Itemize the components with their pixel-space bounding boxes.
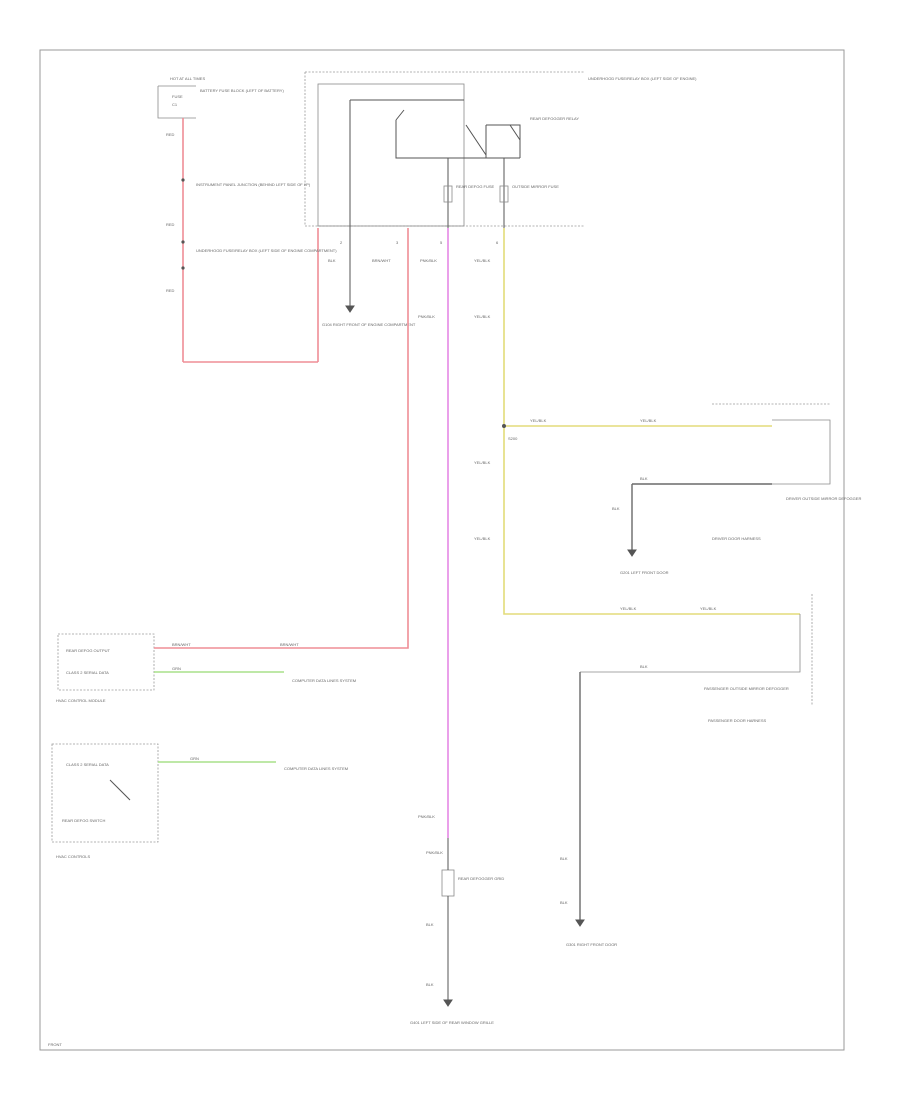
wire-yel-1: YEL/BLK xyxy=(474,258,491,263)
pin-label: 6 xyxy=(496,240,499,245)
wire-red-3: RED xyxy=(166,288,175,293)
driver-mirror-label: DRIVER OUTSIDE MIRROR DEFOGGER xyxy=(786,496,861,501)
rear-defog-switch-label: REAR DEFOG SWITCH xyxy=(62,818,105,823)
comms-line-label-2: COMPUTER DATA LINES SYSTEM xyxy=(284,766,348,771)
wire-yel-2: YEL/BLK xyxy=(474,314,491,319)
ground-symbol xyxy=(345,305,355,313)
battery-fuse-label: BATTERY FUSE BLOCK (LEFT OF BATTERY) xyxy=(200,88,284,93)
comms-line-label: COMPUTER DATA LINES SYSTEM xyxy=(292,678,356,683)
ip-junction-label: INSTRUMENT PANEL JUNCTION (BEHIND LEFT S… xyxy=(196,182,311,187)
underhood-relay-label: UNDERHOOD FUSE/RELAY BOX (LEFT SIDE OF E… xyxy=(196,248,337,253)
ground-left-label: G201 LEFT FRONT DOOR xyxy=(620,570,669,575)
hot-label: HOT AT ALL TIMES xyxy=(170,76,205,81)
passenger-mirror-group: BLK BLK BLK PASSENGER OUTSIDE MIRROR DEF… xyxy=(560,594,813,947)
class2-label: CLASS 2 SERIAL DATA xyxy=(66,670,109,675)
rear-defog-fuse-label: REAR DEFOG FUSE xyxy=(456,184,495,189)
wire-yel-branch: YEL/BLK xyxy=(530,418,547,423)
wire-red-2: RED xyxy=(166,222,175,227)
connector-dot xyxy=(181,266,185,270)
wire-red-1: RED xyxy=(166,132,175,137)
wire-yel-branch-2: YEL/BLK xyxy=(640,418,657,423)
battery-fuse-block: HOT AT ALL TIMES BATTERY FUSE BLOCK (LEF… xyxy=(157,76,284,119)
hvac-controls-label: HVAC CONTROLS xyxy=(56,854,90,859)
rear-defog-output-label: REAR DEFOG OUTPUT xyxy=(66,648,111,653)
fuse-top-label: FUSE xyxy=(172,94,183,99)
wire-blk-pass: BLK xyxy=(640,664,648,669)
pin-label: 3 xyxy=(396,240,399,245)
connector-dot xyxy=(181,178,185,182)
ground-right-label: G301 RIGHT FRONT DOOR xyxy=(566,942,617,947)
wire-grn: GRN xyxy=(172,666,181,671)
wire-blk: BLK xyxy=(328,258,336,263)
wire-yel-5: YEL/BLK xyxy=(620,606,637,611)
wire-brnwht-2: BRN/WHT xyxy=(172,642,191,647)
hvac-module: REAR DEFOG OUTPUT CLASS 2 SERIAL DATA HV… xyxy=(56,633,155,703)
hvac-controls: CLASS 2 SERIAL DATA HVAC CONTROLS REAR D… xyxy=(51,743,159,859)
wire-grn-2: GRN xyxy=(190,756,199,761)
outside-mirror-fuse-label: OUTSIDE MIRROR FUSE xyxy=(512,184,559,189)
wire-yel-6: YEL/BLK xyxy=(700,606,717,611)
underhood-box-label: UNDERHOOD FUSE/RELAY BOX (LEFT SIDE OF E… xyxy=(588,76,697,81)
red-wire-hvac xyxy=(352,228,409,649)
wire-pnk-2: PNK/BLK xyxy=(418,314,435,319)
hvac-module-label: HVAC CONTROL MODULE xyxy=(56,698,106,703)
wire-blk-mirror-2: BLK xyxy=(612,506,620,511)
wire-pnk-3: PNK/BLK xyxy=(418,814,435,819)
splice-dot xyxy=(502,424,506,428)
pin-label: 5 xyxy=(440,240,443,245)
wire-blk-mirror: BLK xyxy=(640,476,648,481)
pin-label: 2 xyxy=(340,240,343,245)
underhood-fuse-box: UNDERHOOD FUSE/RELAY BOX (LEFT SIDE OF E… xyxy=(304,71,697,245)
front-note: FRONT xyxy=(48,1042,62,1047)
wire-yel-3: YEL/BLK xyxy=(474,460,491,465)
wire-blk-pass-2: BLK xyxy=(560,856,568,861)
wire-pnk-1: PNK/BLK xyxy=(420,258,437,263)
wire-blk-pass-3: BLK xyxy=(560,900,568,905)
pin-c1-label: C1 xyxy=(172,102,178,107)
rear-defogger-grid: REAR DEFOGGER GRID PNK/BLK BLK BLK G401 … xyxy=(410,838,504,1025)
diagram-frame xyxy=(39,49,845,1051)
passenger-mirror-label: PASSENGER OUTSIDE MIRROR DEFOGGER xyxy=(704,686,789,691)
wire-blk-rear: BLK xyxy=(426,922,434,927)
yellow-wire-main xyxy=(503,228,800,615)
connector-dot xyxy=(181,240,185,244)
wire-yel-4: YEL/BLK xyxy=(474,536,491,541)
wire-brnwht-3: BRN/WHT xyxy=(280,642,299,647)
class2-label-2: CLASS 2 SERIAL DATA xyxy=(66,762,109,767)
wire-pnk-4: PNK/BLK xyxy=(426,850,443,855)
wire-brnwht: BRN/WHT xyxy=(372,258,391,263)
ground-engine-label: G104 RIGHT FRONT OF ENGINE COMPARTMENT xyxy=(322,322,416,327)
driver-mirror-group: BLK BLK DRIVER OUTSIDE MIRROR DEFOGGER D… xyxy=(612,403,861,575)
wire-blk-rear-2: BLK xyxy=(426,982,434,987)
ground-rear-label: G401 LEFT SIDE OF REAR WINDOW GRILLE xyxy=(410,1020,494,1025)
passenger-harness-label: PASSENGER DOOR HARNESS xyxy=(708,718,766,723)
rear-grid-label: REAR DEFOGGER GRID xyxy=(458,876,504,881)
splice-label: S200 xyxy=(508,436,518,441)
driver-harness-label: DRIVER DOOR HARNESS xyxy=(712,536,761,541)
relay-label: REAR DEFOGGER RELAY xyxy=(530,116,579,121)
